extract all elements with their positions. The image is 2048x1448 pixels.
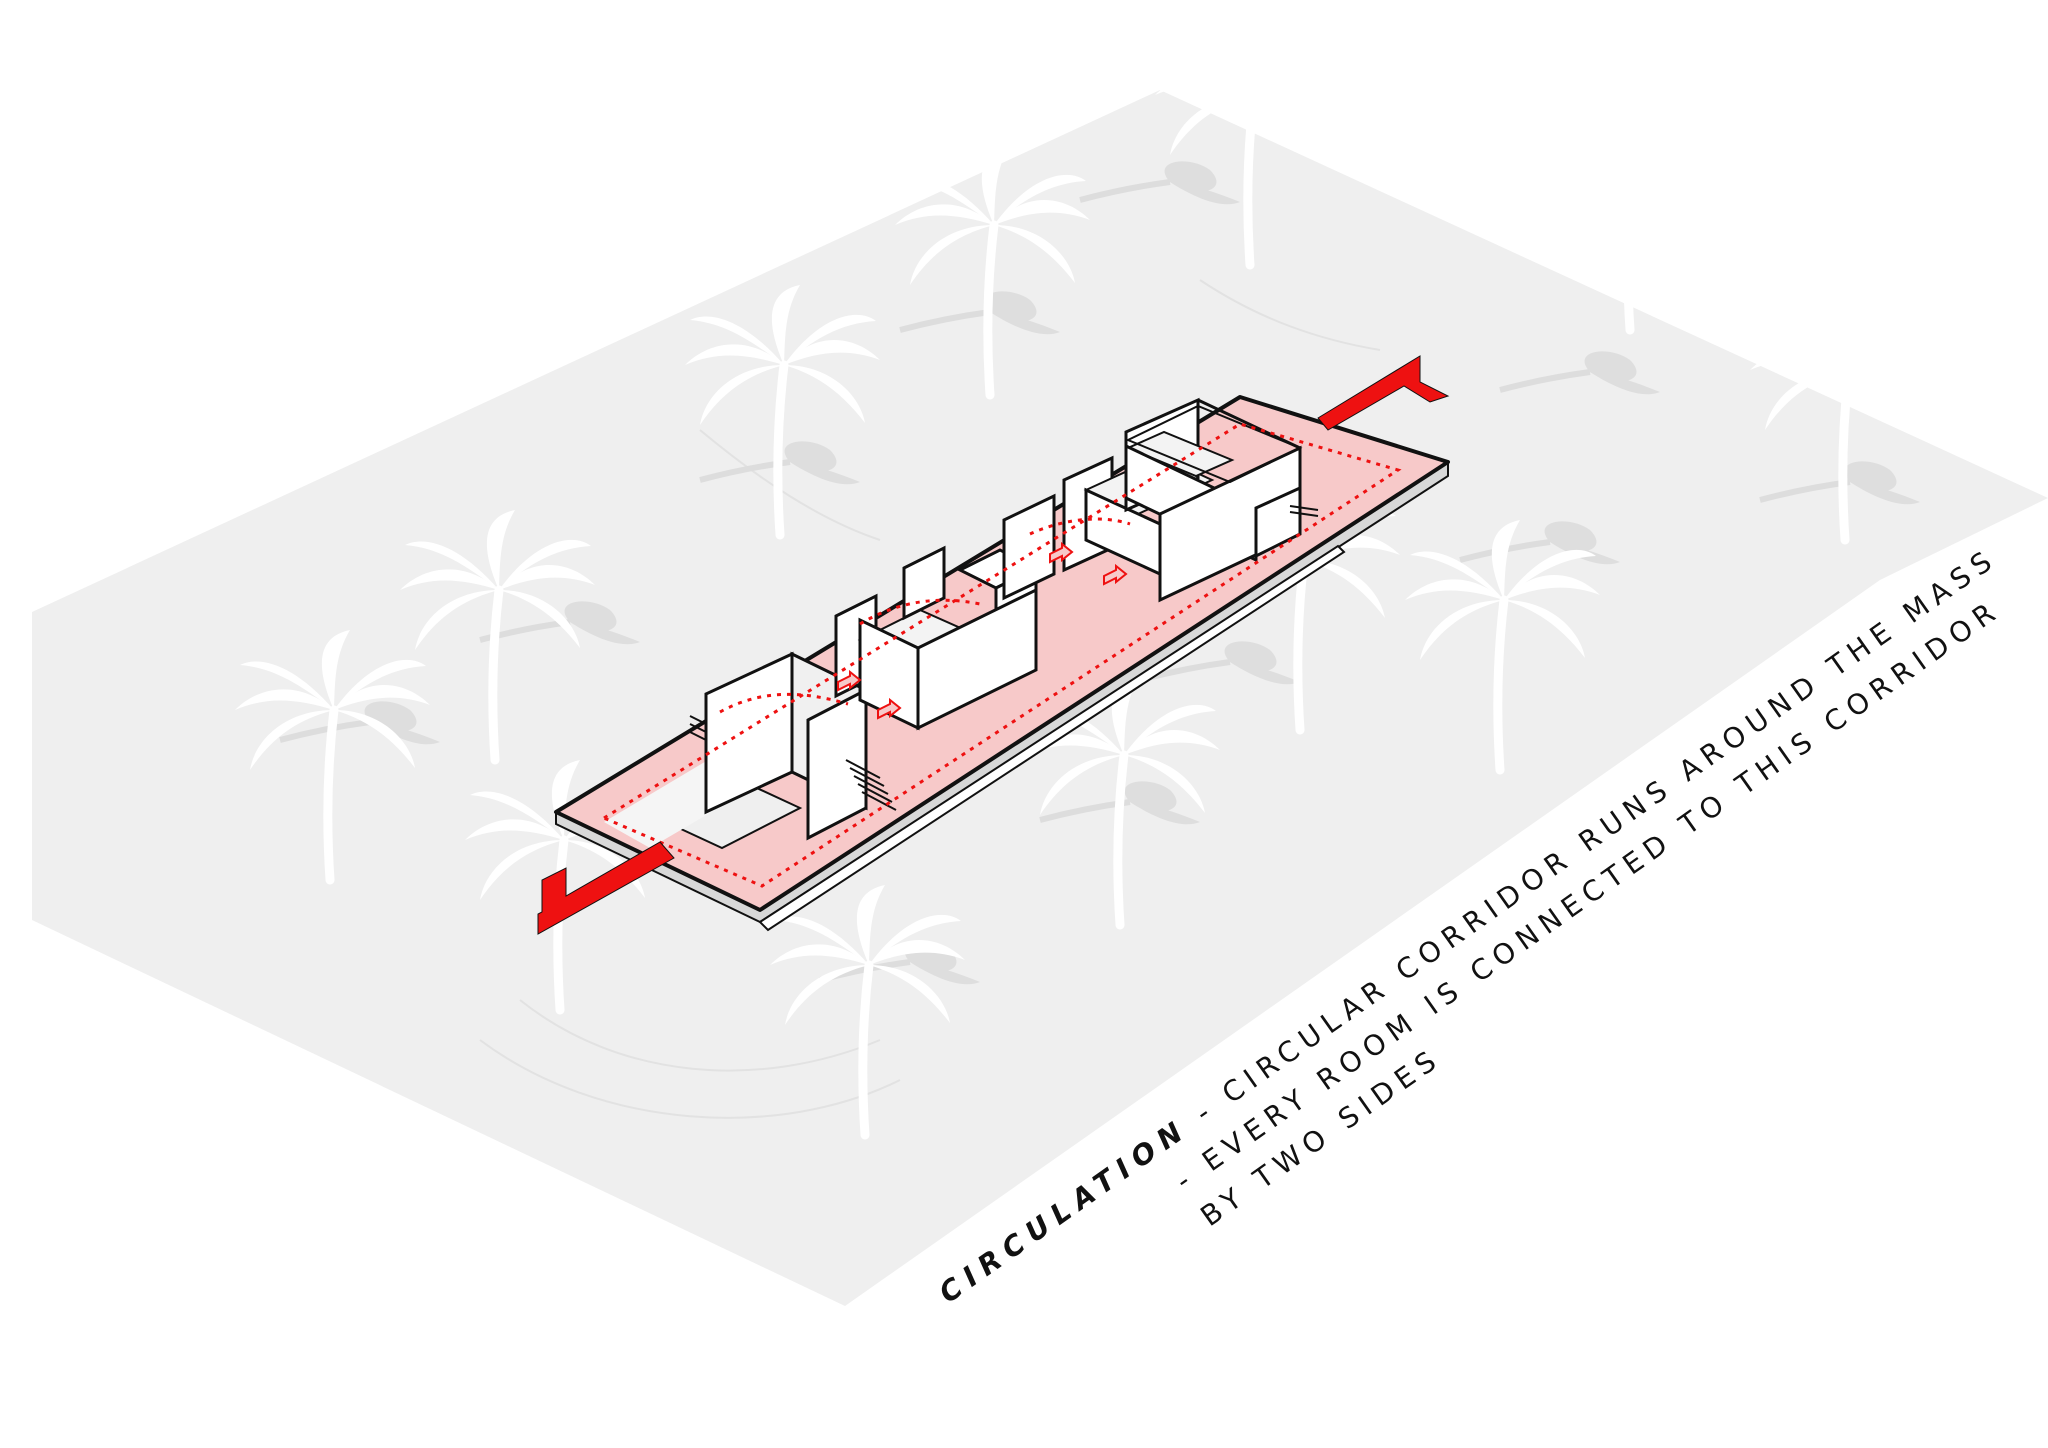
circulation-path [600, 422, 1402, 888]
building-mass-with-rooms [554, 395, 1450, 932]
path-arrows [837, 541, 1128, 720]
contour-lines [479, 279, 1381, 1119]
arrow-exit [1317, 355, 1450, 431]
arrow-entry [537, 841, 675, 935]
stairs [689, 715, 897, 811]
